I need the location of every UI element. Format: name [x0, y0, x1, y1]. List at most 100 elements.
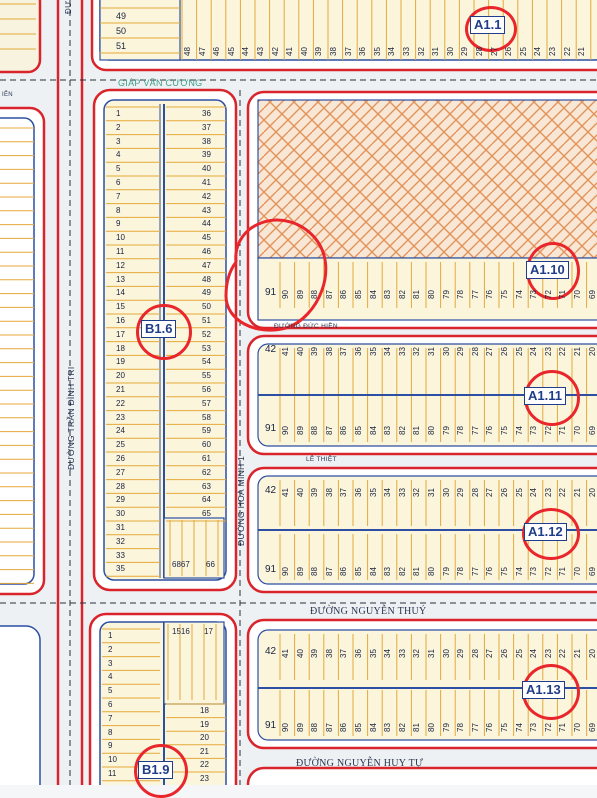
block-label-a1-11: A1.11 [524, 387, 566, 405]
lot-number: 41 [281, 488, 290, 497]
lot-number: 52 [202, 329, 211, 339]
lot-number: 22 [558, 649, 568, 658]
lot-number: 84 [368, 567, 378, 576]
lot-number: 37 [202, 122, 211, 132]
lot-number: 82 [397, 723, 407, 732]
lot-number: 4 [116, 150, 121, 160]
lot-number: 36 [354, 488, 363, 497]
lot-number: 26 [500, 488, 509, 497]
lot-number: 88 [310, 567, 320, 576]
lot-number: 8 [116, 205, 121, 215]
lot-number: 33 [397, 488, 407, 497]
lot-number: 70 [573, 426, 582, 435]
lot-number: 21 [573, 347, 582, 356]
a1-12-circle [522, 508, 580, 560]
lot-number: 30 [441, 488, 451, 497]
lot-number: 38 [324, 649, 334, 658]
lot-number: 75 [500, 567, 509, 576]
road-label-left-stub: IÊN [2, 92, 13, 98]
lot-number: 37 [339, 347, 349, 356]
lot-number: 88 [310, 723, 320, 732]
lot-number: 47 [197, 47, 207, 56]
lot-number: 39 [310, 347, 320, 356]
lot-number: 3 [108, 658, 113, 668]
lot-number: 20 [587, 488, 597, 497]
lot-number: 27 [485, 488, 495, 497]
lot-number: 85 [354, 290, 363, 299]
block-a1-12-shape [246, 466, 597, 594]
lot-number: 21 [116, 385, 125, 394]
a1-1-circle [465, 6, 517, 52]
lot-number: 83 [383, 290, 393, 299]
lot-number: 33 [397, 649, 407, 658]
lot-number: 64 [202, 495, 211, 505]
lot-number: 34 [383, 347, 393, 356]
lot-number: 49 [202, 288, 211, 298]
lot-number: 47 [202, 260, 211, 270]
left-edge-block-bottom [0, 625, 41, 785]
lot-number: 42 [270, 47, 280, 56]
lot-number: 90 [281, 426, 290, 435]
lot-number: 20 [587, 347, 597, 356]
lot-number: 85 [354, 723, 363, 732]
road-label-giap-van-cuong: GIÁP VĂN CƯƠNG [118, 78, 203, 88]
lot-number: 22 [200, 760, 209, 770]
lot-number: 77 [470, 290, 480, 299]
lot-number: 84 [368, 426, 378, 435]
lot-number: 49 [116, 11, 127, 21]
lot-number: 51 [116, 41, 127, 51]
lot-number: 77 [470, 723, 480, 732]
lot-number: 23 [548, 47, 557, 56]
lot-number: 41 [285, 47, 295, 56]
lot-number: 86 [339, 290, 349, 299]
lot-number: 20 [116, 371, 125, 381]
lot-number: 32 [116, 536, 125, 546]
lot-number: 30 [441, 649, 451, 658]
lot-number: 89 [295, 567, 305, 576]
lot-number: 86 [339, 723, 349, 732]
block-label-a1-12: A1.12 [524, 523, 567, 541]
block-label-a1-10: A1.10 [526, 261, 569, 279]
lot-number: 45 [202, 233, 211, 243]
lot-number: 66 [206, 560, 215, 569]
lot-number: 1516 [172, 627, 190, 636]
lot-number: 31 [427, 347, 436, 356]
lot-number: 71 [558, 426, 568, 435]
lot-number: 72 [543, 723, 553, 732]
lot-number: 43 [202, 205, 211, 215]
lot-number: 36 [354, 649, 363, 658]
lot-number: 13 [116, 274, 125, 284]
lot-number: 34 [383, 488, 393, 497]
lot-number: 38 [324, 347, 334, 356]
lot-number: 81 [412, 723, 422, 732]
lot-number: 32 [416, 47, 426, 56]
lot-number: 88 [310, 426, 320, 435]
lot-number: 18 [116, 343, 125, 353]
lot-number: 84 [368, 723, 378, 732]
lot-number: 73 [529, 290, 539, 299]
road-label-duc-hien: ĐƯỜNG ĐỨC HIỀN [274, 323, 338, 330]
lot-number: 5 [108, 686, 113, 696]
lot-number: 48 [183, 47, 192, 56]
lot-number: 91 [265, 423, 277, 434]
lot-number: 42 [265, 646, 277, 657]
lot-number: 40 [299, 47, 309, 56]
lot-number: 30 [445, 47, 455, 56]
lot-number: 42 [265, 344, 277, 355]
lot-number: 43 [256, 47, 265, 56]
lot-number: 4 [108, 672, 113, 682]
lot-number: 50 [116, 26, 127, 36]
lot-number: 25 [514, 488, 524, 497]
lot-number: 76 [485, 567, 495, 576]
lot-number: 82 [397, 426, 407, 435]
lot-number: 74 [514, 290, 524, 299]
lot-number: 84 [368, 290, 378, 299]
lot-number: 6 [116, 178, 121, 187]
lot-number: 38 [202, 136, 211, 146]
lot-number: 80 [427, 426, 436, 435]
lot-number: 26 [116, 454, 125, 463]
lot-number: 74 [514, 426, 524, 435]
lot-number: 26 [504, 47, 514, 56]
lot-number: 29 [456, 347, 466, 356]
lot-number: 78 [456, 723, 466, 732]
